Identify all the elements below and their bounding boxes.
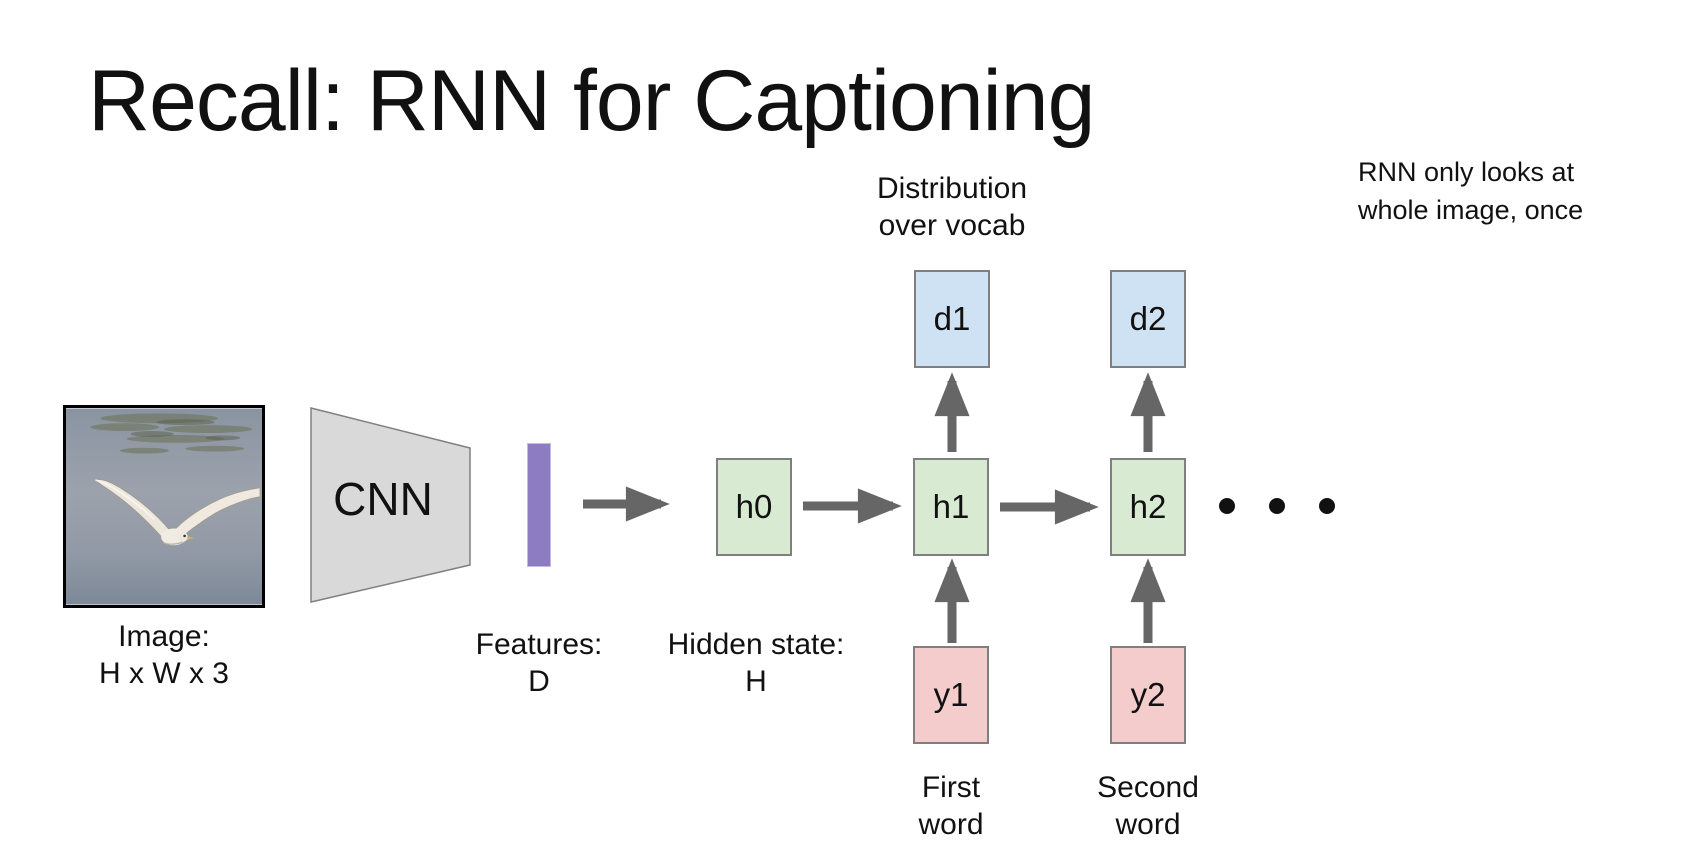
features-label-line2: D <box>528 665 550 698</box>
first-word-label: First word <box>851 769 1051 843</box>
input-image <box>63 405 265 608</box>
ellipsis-icon <box>1219 498 1335 514</box>
features-label-line1: Features: <box>475 628 603 661</box>
first-word-label-line1: First <box>921 771 981 804</box>
side-note-line2: whole image, once <box>1358 195 1584 225</box>
slide-title: Recall: RNN for Captioning <box>88 53 1095 149</box>
seagull-water-image <box>66 408 262 605</box>
hidden-state-label-line2: H <box>745 665 767 698</box>
seagull <box>94 479 261 546</box>
node-d1: d1 <box>914 270 990 368</box>
cnn-trapezoid <box>310 407 471 603</box>
water-ripples <box>90 413 253 454</box>
node-h1: h1 <box>913 458 989 556</box>
features-label: Features: D <box>439 626 639 700</box>
distribution-label-line2: over vocab <box>878 209 1026 242</box>
second-word-label-line2: word <box>1115 808 1181 841</box>
node-d2: d2 <box>1110 270 1186 368</box>
hidden-state-label: Hidden state: H <box>628 626 884 700</box>
node-y2: y2 <box>1110 646 1186 744</box>
second-word-label: Second word <box>1048 769 1248 843</box>
features-bar <box>527 443 551 567</box>
image-label: Image: H x W x 3 <box>57 618 271 692</box>
node-h2: h2 <box>1110 458 1186 556</box>
cnn-label: CNN <box>333 473 433 525</box>
first-word-label-line2: word <box>918 808 984 841</box>
image-label-line1: Image: <box>118 620 210 653</box>
node-h0: h0 <box>716 458 792 556</box>
second-word-label-line1: Second <box>1097 771 1199 804</box>
distribution-label-line1: Distribution <box>876 172 1028 205</box>
side-note: RNN only looks at whole image, once <box>1358 153 1583 229</box>
side-note-line1: RNN only looks at <box>1358 157 1575 187</box>
node-y1: y1 <box>913 646 989 744</box>
hidden-state-label-line1: Hidden state: <box>667 628 845 661</box>
image-label-line2: H x W x 3 <box>98 657 229 690</box>
distribution-label: Distribution over vocab <box>852 170 1052 244</box>
